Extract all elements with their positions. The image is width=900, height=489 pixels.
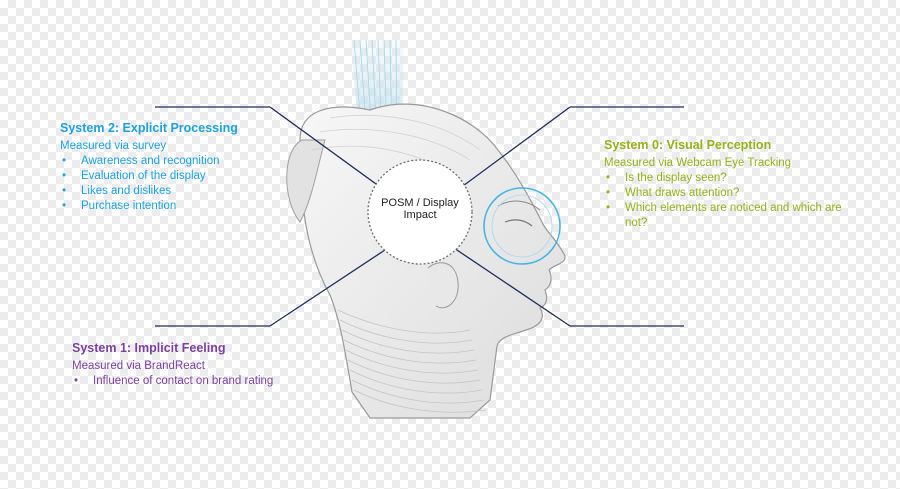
system0-bullets: Is the display seen? What draws attentio… bbox=[604, 171, 844, 231]
system1-title: System 1: Implicit Feeling bbox=[72, 341, 226, 355]
eye-focus-ring-inner bbox=[491, 194, 553, 258]
eye-focus-ring bbox=[483, 187, 561, 265]
system2-bullets: Awareness and recognition Evaluation of … bbox=[60, 154, 270, 214]
system0-subtitle: Measured via Webcam Eye Tracking bbox=[604, 157, 792, 169]
system0-bullet: Is the display seen? bbox=[604, 171, 844, 186]
system1-subtitle: Measured via BrandReact bbox=[72, 360, 205, 372]
system2-bullet: Evaluation of the display bbox=[60, 169, 270, 184]
center-circle bbox=[367, 159, 473, 265]
connector-system2-diagonal bbox=[269, 106, 395, 198]
system0-bullet: Which elements are noticed and which are… bbox=[604, 201, 844, 231]
system1-bullet: Influence of contact on brand rating bbox=[72, 374, 312, 389]
system1-bullets: Influence of contact on brand rating bbox=[72, 374, 312, 389]
system0-block: System 0: Visual Perception Measured via… bbox=[604, 138, 844, 231]
center-label: POSM / Display Impact bbox=[368, 197, 472, 221]
system1-block: System 1: Implicit Feeling Measured via … bbox=[72, 341, 312, 389]
connector-system1-diagonal bbox=[269, 243, 395, 327]
connector-system0-diagonal bbox=[447, 106, 571, 198]
system2-subtitle: Measured via survey bbox=[60, 140, 167, 152]
system2-title: System 2: Explicit Processing bbox=[60, 121, 238, 135]
system2-bullet: Purchase intention bbox=[60, 199, 270, 214]
center-label-line1: POSM / Display bbox=[381, 197, 459, 209]
system2-block: System 2: Explicit Processing Measured v… bbox=[60, 121, 270, 214]
system2-bullet: Likes and dislikes bbox=[60, 184, 270, 199]
system0-title: System 0: Visual Perception bbox=[604, 138, 772, 152]
system0-bullet: What draws attention? bbox=[604, 186, 844, 201]
connector-lower-right-diagonal bbox=[447, 243, 571, 327]
center-label-line2: Impact bbox=[403, 209, 437, 221]
system2-bullet: Awareness and recognition bbox=[60, 154, 270, 169]
